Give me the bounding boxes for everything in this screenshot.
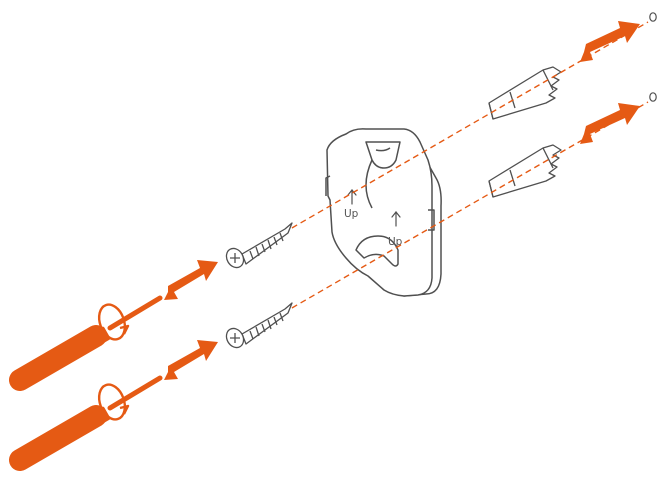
wall-plug-icon: [488, 144, 562, 198]
rotate-icon: [97, 303, 130, 341]
drill-hole-icon: [649, 12, 657, 22]
up-label: Up: [388, 236, 403, 248]
screwdriver-icon: [9, 295, 163, 391]
direction-arrow-icon: [580, 103, 640, 144]
mounting-bracket-icon: [325, 128, 442, 297]
up-arrow-icon: [391, 211, 401, 227]
drill-hole-icon: [649, 92, 657, 102]
alignment-guide: [239, 21, 649, 339]
direction-arrow-icon: [164, 340, 218, 380]
rotate-icon: [97, 383, 130, 421]
up-label: Up: [344, 208, 359, 220]
screw-icon: [225, 302, 293, 349]
screwdriver-icon: [9, 375, 163, 471]
wall-plug-icon: [488, 66, 562, 120]
screw-icon: [225, 222, 293, 269]
up-arrow-icon: [347, 189, 357, 205]
direction-arrow-icon: [580, 21, 640, 62]
direction-arrow-icon: [164, 260, 218, 300]
